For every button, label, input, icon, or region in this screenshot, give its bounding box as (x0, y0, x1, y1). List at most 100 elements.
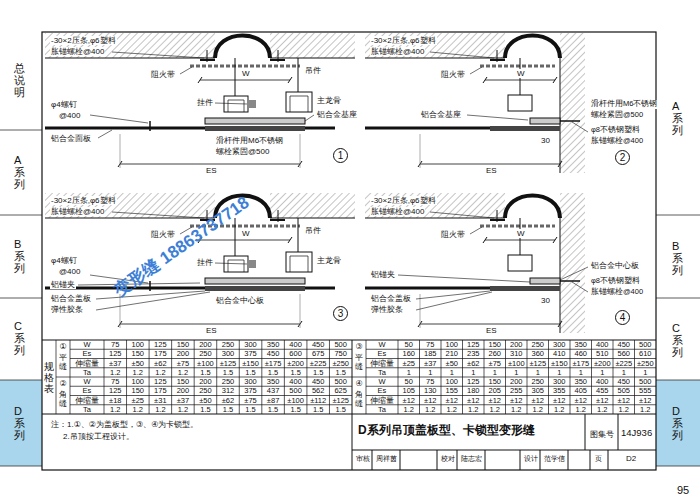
table-cell: ±125 (527, 359, 549, 368)
cover-type-section (45, 33, 355, 168)
row-header: Es (70, 349, 104, 358)
table-cell: ±150 (549, 359, 571, 368)
table-cell: 1 (570, 368, 592, 377)
table-cell: 1.2 (149, 405, 172, 414)
row-header: Es (366, 349, 398, 358)
section-tab: D系列 (672, 405, 683, 441)
annotation: 95 (676, 484, 690, 497)
table-cell: ±175 (262, 359, 285, 368)
table-cell: 155 (441, 386, 463, 395)
table-cell: ±12 (613, 396, 635, 405)
joint-type: 平缝 (355, 354, 363, 372)
annotation: 阻火带 (150, 230, 176, 239)
table-cell: 210 (441, 349, 463, 358)
table-cell: 1.2 (570, 405, 592, 414)
table-cell: 50 (398, 340, 420, 349)
annotation: 挂件 (196, 258, 214, 267)
table-rule (352, 377, 656, 378)
annotation: 胀锚螺栓@400 (50, 47, 105, 56)
annotation: 铝合金基座 (420, 110, 462, 119)
table-cell: 1.5 (307, 368, 330, 377)
table-cell: 437 (262, 386, 285, 395)
section-tab: A系列 (672, 100, 683, 136)
annotation: 主龙骨 (316, 256, 342, 265)
table-cell: ±62 (217, 396, 240, 405)
table-cell: 500 (329, 340, 352, 349)
table-cell: 260 (484, 349, 506, 358)
annotation: 陆志宏 (460, 455, 483, 463)
table-cell: ±12 (570, 396, 592, 405)
table-cell: 305 (527, 386, 549, 395)
annotation: 图集号 (589, 430, 615, 439)
table-cell: 200 (172, 386, 195, 395)
table-cell: 1 (527, 368, 549, 377)
annotation: ES (205, 326, 218, 335)
table-cell: 125 (104, 349, 127, 358)
table-cell: 75 (420, 340, 442, 349)
table-cell: ±12 (484, 396, 506, 405)
annotation: 主龙骨 (316, 96, 342, 105)
table-cell: 450 (307, 377, 330, 386)
annotation: φ8不锈钢塑料 (590, 277, 641, 286)
table-cell: 250 (527, 377, 549, 386)
table-cell: 250 (217, 377, 240, 386)
table-cell: 185 (420, 349, 442, 358)
table-cell: ±250 (329, 359, 352, 368)
table-cell: 400 (284, 340, 307, 349)
joint-type: 角缝 (59, 391, 67, 409)
table-cell: 200 (172, 349, 195, 358)
table-cell: 130 (420, 386, 442, 395)
row-header: Ta (70, 368, 104, 377)
table-cell: 1.2 (104, 405, 127, 414)
annotation: 页 (594, 455, 603, 463)
section-tab: C系列 (14, 320, 25, 356)
table-cell: 1 (463, 368, 485, 377)
table-cell: 200 (506, 340, 528, 349)
table-cell: 1.2 (527, 405, 549, 414)
table-cell: ±125 (329, 396, 352, 405)
table-cell: ±112 (307, 396, 330, 405)
table-cell: 1.2 (127, 405, 150, 414)
table-cell: ±75 (484, 359, 506, 368)
annotation: ES (485, 326, 498, 335)
section-tab: D系列 (14, 405, 25, 441)
table-cell: ±62 (463, 359, 485, 368)
table-cell: 375 (239, 349, 262, 358)
table-cell: ±12 (635, 396, 657, 405)
table-cell: 1.2 (398, 405, 420, 414)
table-cell: 1.5 (329, 368, 352, 377)
row-header: W (366, 340, 398, 349)
table-cell: 75 (104, 340, 127, 349)
annotation: 2.吊顶按工程设计。 (62, 432, 135, 441)
annotation: 铝锚夹 (50, 280, 76, 289)
section-tab: B系列 (672, 240, 683, 276)
table-cell: ±62 (149, 359, 172, 368)
table-cell: 560 (613, 349, 635, 358)
detail-number: 2 (620, 153, 626, 163)
table-cell: ±12 (441, 396, 463, 405)
table-cell: 1.2 (484, 405, 506, 414)
table-cell: ±50 (441, 359, 463, 368)
side-tabs (0, 130, 700, 466)
table-cell: 1.2 (635, 405, 657, 414)
table-cell: 375 (239, 386, 262, 395)
table-cell: 460 (570, 349, 592, 358)
table-cell: 1.5 (262, 405, 285, 414)
section-tab: 总说明 (14, 62, 25, 98)
table-cell: 1.5 (262, 368, 285, 377)
annotation: 30 (540, 296, 551, 305)
annotation: D2 (625, 454, 637, 463)
corner-section (365, 33, 588, 173)
table-cell: 350 (570, 340, 592, 349)
table-cell: 555 (635, 386, 657, 395)
annotation: 阻火带 (150, 70, 176, 79)
annotation: -30×2压条,φ6塑料 (370, 36, 437, 45)
table-cell: 125 (149, 377, 172, 386)
table-cell: 100 (127, 377, 150, 386)
row-header: 伸缩量 (70, 396, 104, 405)
table-cell: 160 (398, 349, 420, 358)
table-cell: ±37 (104, 359, 127, 368)
table-cell: 100 (127, 340, 150, 349)
drawing-title: D系列吊顶盖板型、卡锁型变形缝 (357, 424, 536, 438)
table-cell: 500 (284, 386, 307, 395)
